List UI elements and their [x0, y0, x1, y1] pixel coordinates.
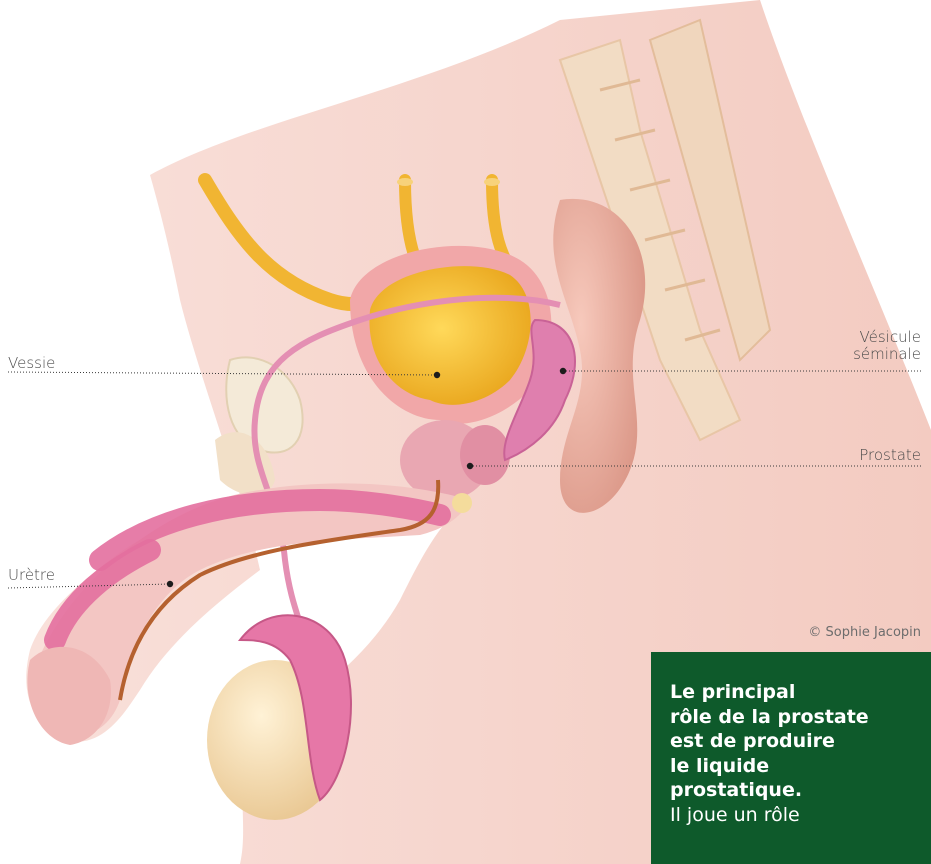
label-vesicule-line1: Vésicule	[853, 329, 921, 346]
info-bold-line-5: prostatique.	[670, 778, 920, 803]
label-uretre: Urètre	[8, 567, 55, 584]
testis	[207, 615, 351, 820]
info-bold-line-1: Le principal	[670, 680, 920, 705]
info-panel-text: Le principal rôle de la prostate est de …	[670, 680, 920, 827]
label-vessie: Vessie	[8, 355, 55, 372]
info-bold-line-2: rôle de la prostate	[670, 705, 920, 730]
info-bold-line-4: le liquide	[670, 754, 920, 779]
info-bold-line-3: est de produire	[670, 729, 920, 754]
label-prostate: Prostate	[859, 447, 921, 464]
label-vesicule-line2: séminale	[853, 346, 921, 363]
info-normal-line: Il joue un rôle	[670, 803, 920, 828]
label-vesicule-seminale: Vésicule séminale	[853, 329, 921, 363]
credit-text: © Sophie Jacopin	[808, 625, 921, 640]
info-panel: Le principal rôle de la prostate est de …	[651, 652, 931, 864]
